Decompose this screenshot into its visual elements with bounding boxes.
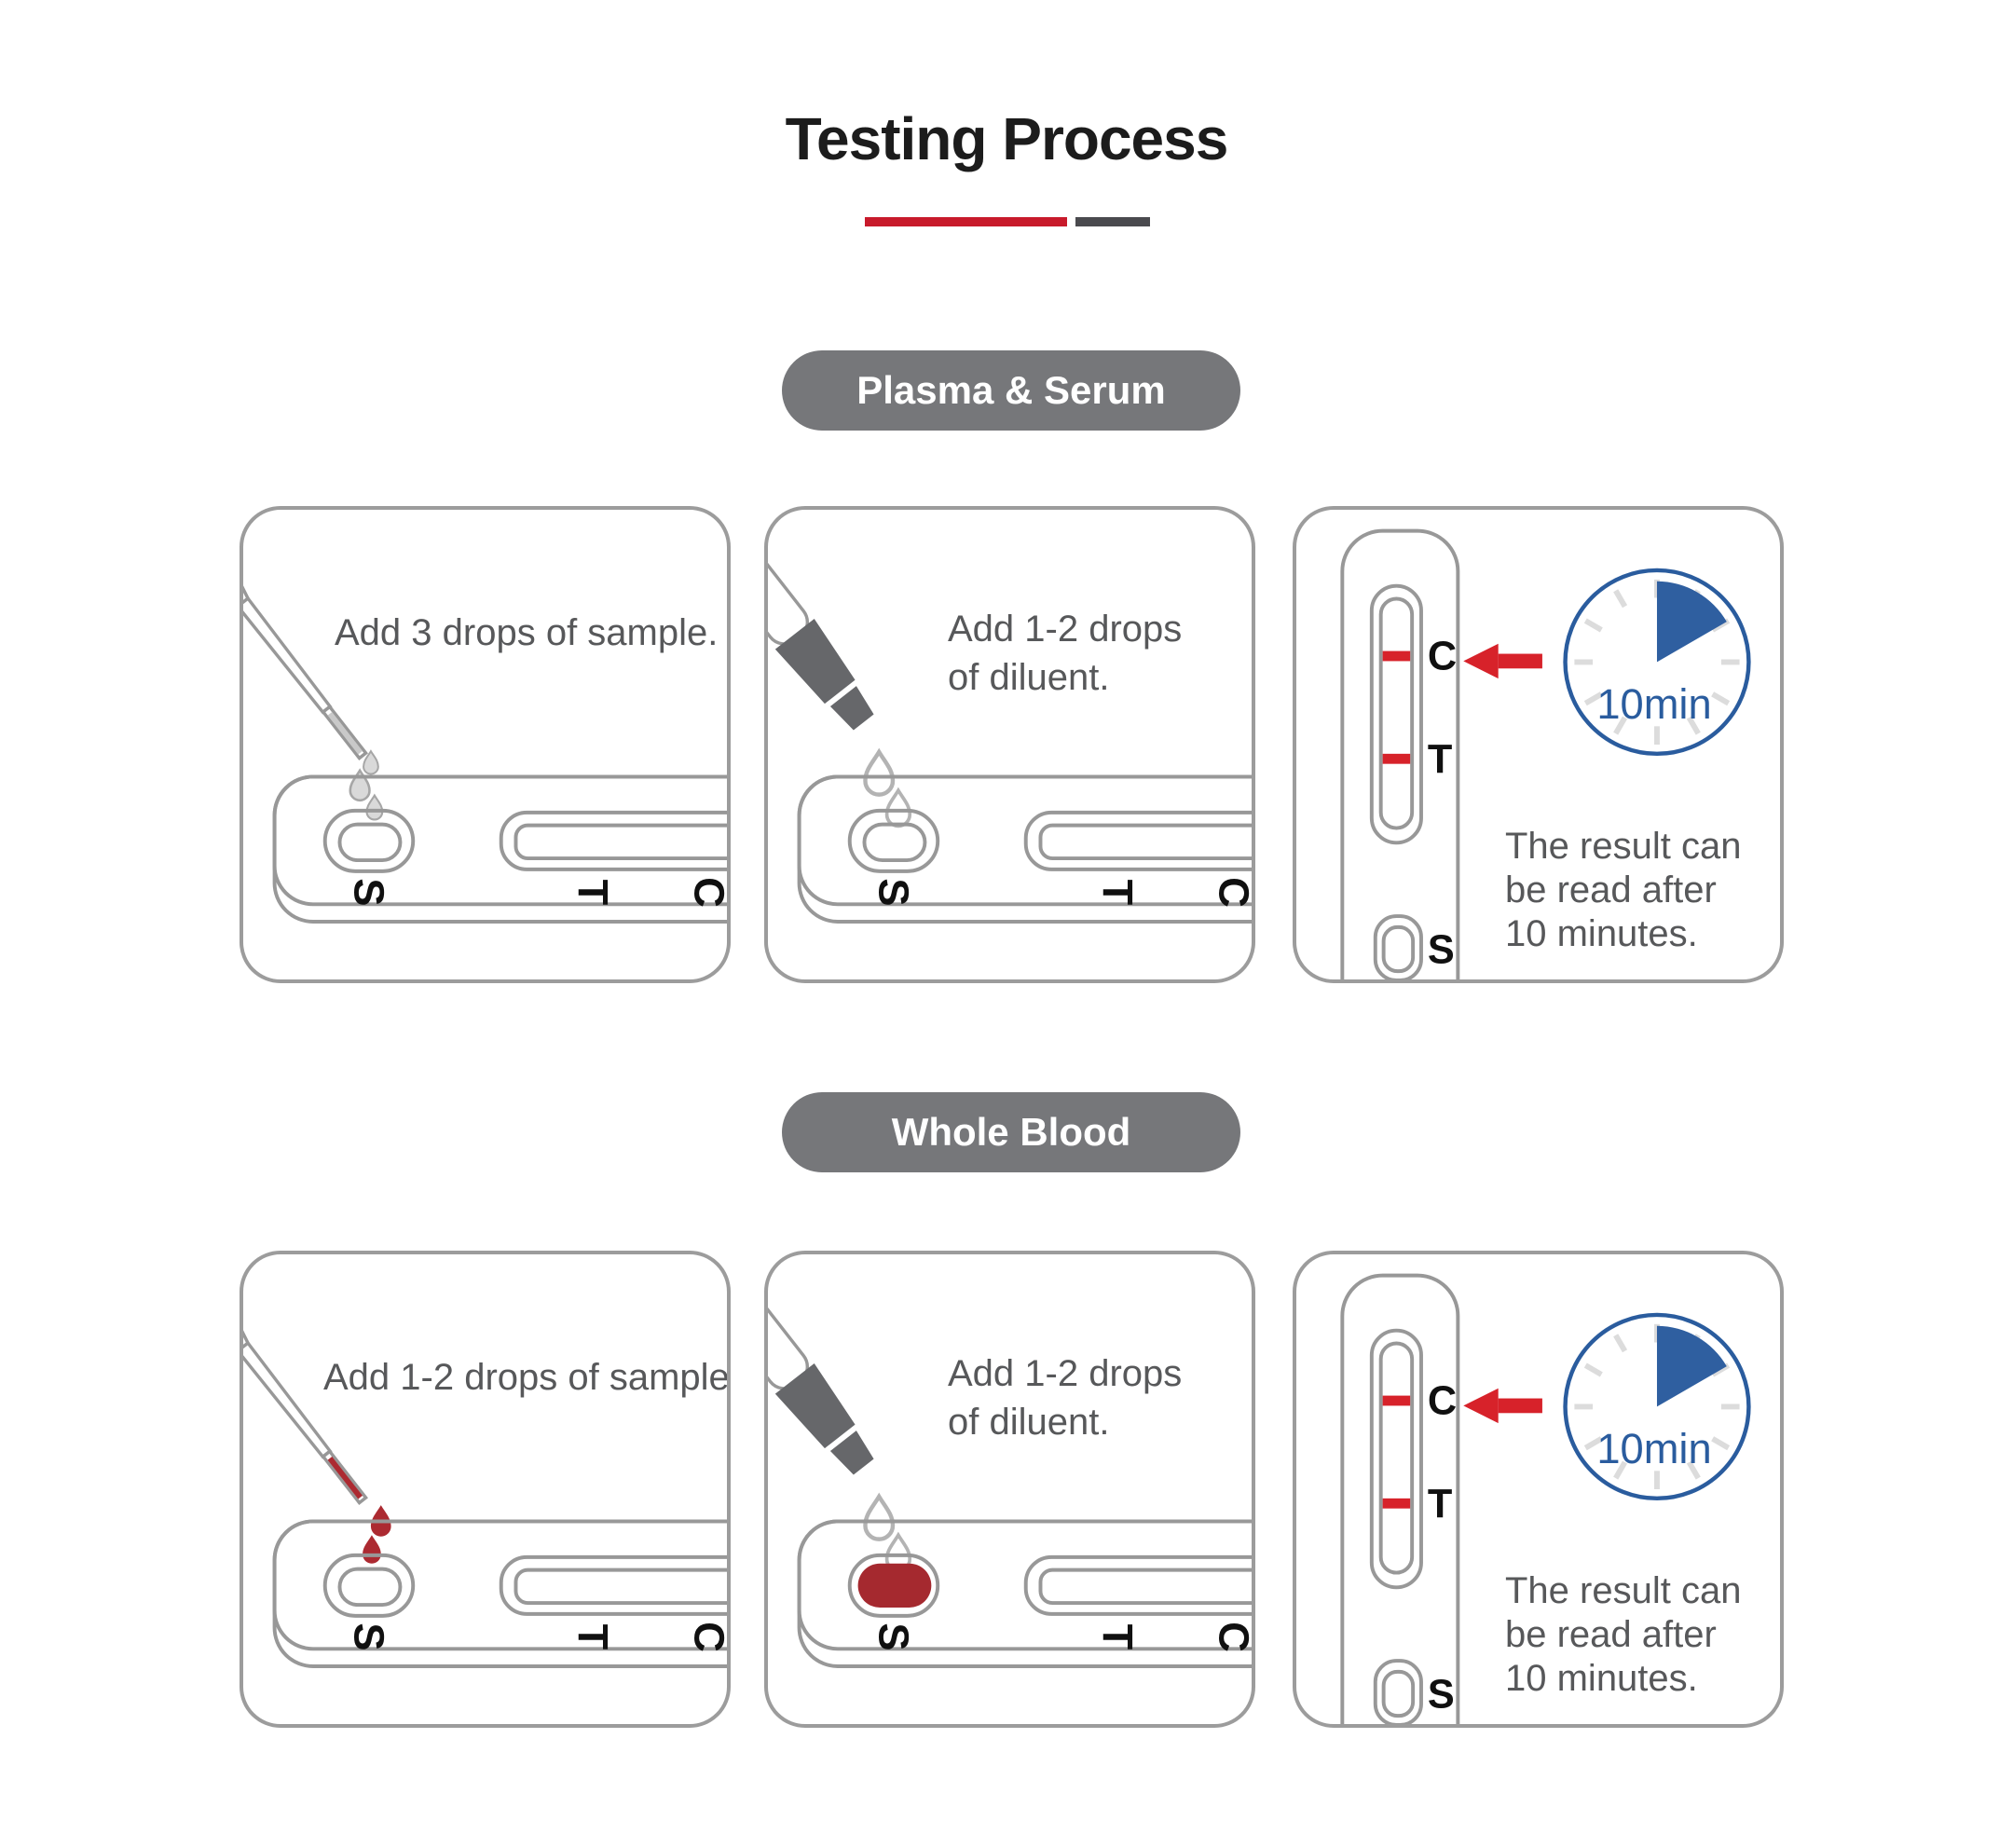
- section-badge-whole-blood: Whole Blood: [782, 1092, 1240, 1172]
- diluent-bottle-icon: [768, 1254, 874, 1475]
- test-line-label: T: [569, 1624, 617, 1650]
- sample-well-label: S: [870, 878, 917, 906]
- diluent-bottle-icon: [768, 510, 874, 731]
- sample-well-label: S: [1428, 1673, 1455, 1718]
- panel-plasma-read-result: C T S 10min The result can be read after…: [1293, 506, 1784, 983]
- timer-clock-icon: 10min: [1563, 1312, 1751, 1501]
- test-line: [1382, 1498, 1411, 1509]
- section-badge-plasma-serum: Plasma & Serum: [782, 350, 1240, 431]
- test-line: [1382, 753, 1411, 764]
- panel-plasma-add-diluent: S T C Add 1-2 drops of diluent.: [764, 506, 1255, 983]
- vertical-cassette: C T S: [1340, 528, 1460, 979]
- sample-well: [847, 1553, 940, 1618]
- control-line-label: C: [1211, 1622, 1252, 1652]
- sample-well: [322, 1553, 416, 1618]
- timer-label: 10min: [1596, 1425, 1711, 1472]
- result-window: [499, 1554, 727, 1616]
- test-cassette: S T C: [272, 774, 727, 924]
- sample-well-label: S: [1428, 928, 1455, 973]
- sample-well: [847, 808, 940, 873]
- test-line-label: T: [1428, 1482, 1452, 1526]
- step-caption: Add 1-2 drops of diluent.: [948, 1353, 1183, 1443]
- sample-well-label: S: [870, 1622, 917, 1650]
- test-cassette: S T C: [797, 1519, 1252, 1668]
- step-caption: Add 3 drops of sample.: [335, 612, 719, 653]
- arrow-left-icon: [1463, 1388, 1542, 1424]
- panel-plasma-add-sample: S T C Add 3 drops of sample.: [240, 506, 731, 983]
- badge-label: Plasma & Serum: [856, 368, 1166, 412]
- test-cassette: S T C: [797, 774, 1252, 924]
- title-divider-dark: [1075, 217, 1150, 226]
- control-line: [1382, 650, 1411, 662]
- title-divider-red: [865, 217, 1067, 226]
- control-line: [1382, 1395, 1411, 1406]
- sample-well-label: S: [345, 878, 392, 906]
- panel-blood-add-diluent: S T C Add 1-2 drops of diluent.: [764, 1251, 1255, 1728]
- sample-well: [1373, 914, 1423, 979]
- panel-blood-read-result: C T S 10min The result can be read after…: [1293, 1251, 1784, 1728]
- page-title: Testing Process: [785, 105, 1229, 172]
- diluent-drops-icon: [865, 1497, 912, 1573]
- sample-well-label: S: [345, 1622, 392, 1650]
- arrow-left-icon: [1463, 643, 1542, 679]
- sample-well: [322, 808, 416, 873]
- step-caption: Add 1-2 drops of diluent.: [948, 609, 1183, 698]
- control-line-label: C: [1211, 877, 1252, 908]
- control-line-label: C: [1428, 635, 1457, 679]
- sample-well: [1373, 1659, 1423, 1724]
- blood-filled-well: [857, 1563, 932, 1608]
- test-line-label: T: [1094, 880, 1142, 906]
- timer-clock-icon: 10min: [1563, 568, 1751, 757]
- pipette-icon: [243, 1315, 368, 1505]
- test-line-label: T: [569, 880, 617, 906]
- panel-blood-add-sample: S T C Add 1-2 drops of sample.: [240, 1251, 731, 1728]
- test-line-label: T: [1428, 737, 1452, 782]
- control-line-label: C: [686, 877, 727, 908]
- pipette-icon: [243, 570, 368, 760]
- result-window: [499, 810, 727, 871]
- result-caption: The result can be read after 10 minutes.: [1505, 826, 1742, 955]
- result-caption: The result can be read after 10 minutes.: [1505, 1570, 1742, 1700]
- result-window: [1023, 1554, 1252, 1616]
- vertical-cassette: C T S: [1340, 1273, 1460, 1724]
- control-line-label: C: [1428, 1379, 1457, 1424]
- test-cassette: S T C: [272, 1519, 727, 1668]
- result-window: [1369, 1328, 1423, 1590]
- step-caption: Add 1-2 drops of sample.: [323, 1357, 731, 1398]
- result-window: [1369, 583, 1423, 845]
- control-line-label: C: [686, 1622, 727, 1652]
- badge-label: Whole Blood: [891, 1110, 1131, 1154]
- test-line-label: T: [1094, 1624, 1142, 1650]
- result-window: [1023, 810, 1252, 871]
- timer-label: 10min: [1596, 680, 1711, 728]
- diluent-drops-icon: [865, 752, 912, 828]
